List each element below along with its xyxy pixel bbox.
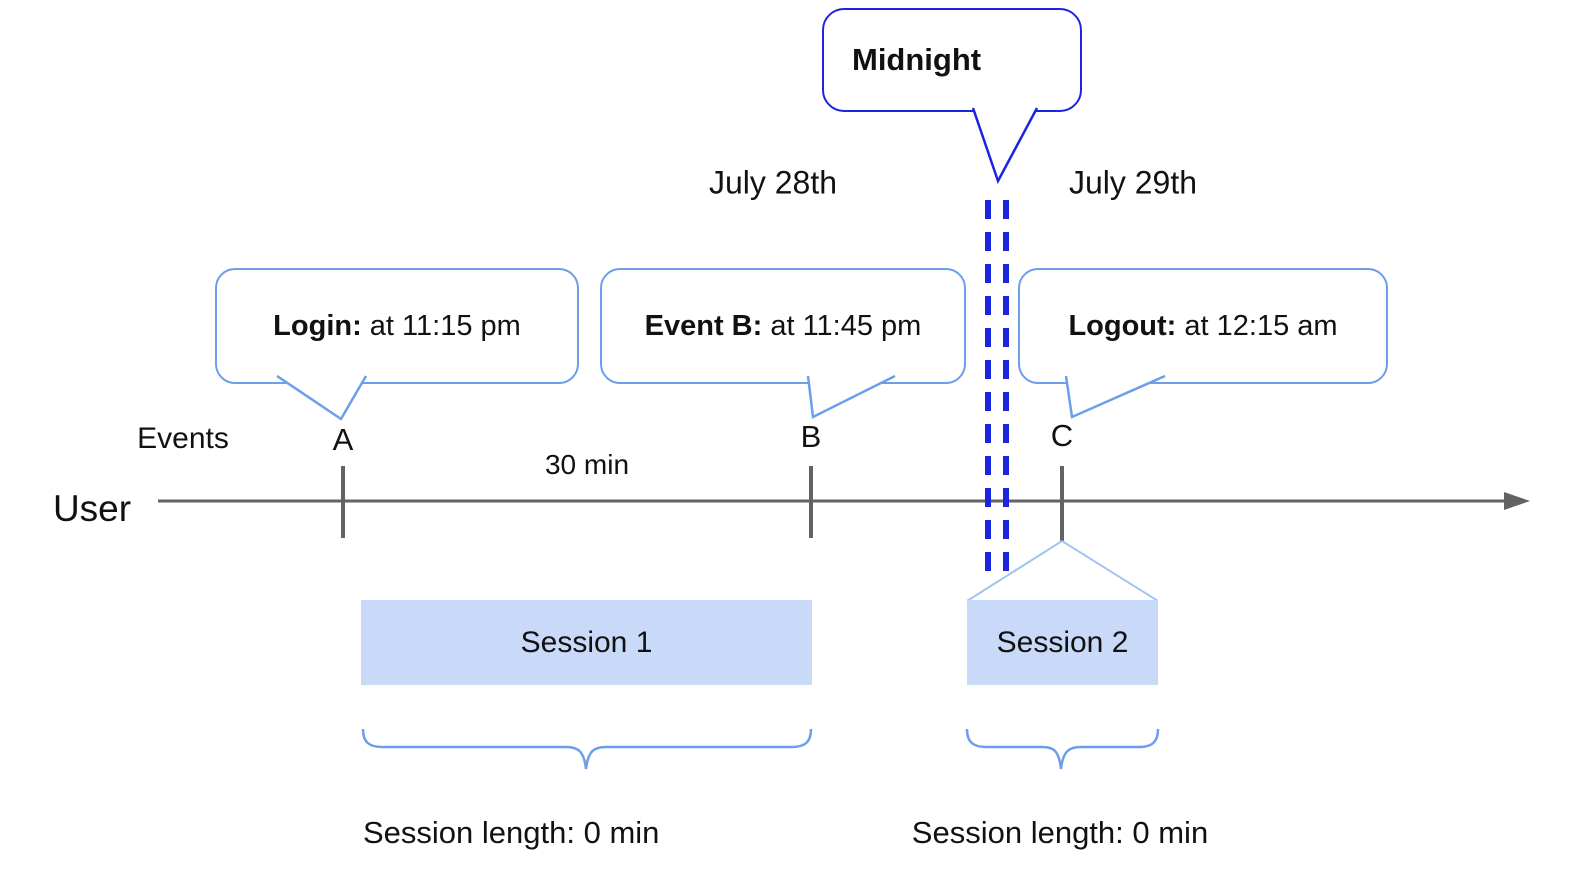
events-label: Events bbox=[137, 422, 229, 455]
session-2-length-label: Session length: 0 min bbox=[911, 815, 1209, 850]
date-label-july-29: July 29th bbox=[1068, 164, 1198, 201]
tick-label-a: A bbox=[332, 422, 354, 457]
callout-event-b-detail: at 11:45 pm bbox=[762, 309, 922, 342]
brace-session-1 bbox=[361, 728, 813, 770]
session-1-label: Session 1 bbox=[520, 625, 653, 659]
tick-label-c: C bbox=[1050, 418, 1074, 453]
session-1-box: Session 1 bbox=[361, 600, 812, 685]
tick-label-b: B bbox=[800, 419, 822, 454]
callout-logout-detail: at 12:15 am bbox=[1176, 309, 1338, 342]
callout-event-b-title: Event B: bbox=[644, 309, 763, 342]
session-2-box: Session 2 bbox=[967, 600, 1158, 685]
date-label-july-28: July 28th bbox=[708, 164, 838, 201]
midnight-label: Midnight bbox=[852, 42, 982, 77]
midnight-callout: Midnight bbox=[822, 8, 1082, 112]
session2-connector-right bbox=[1061, 540, 1159, 602]
callout-login-title: Login: bbox=[273, 309, 362, 342]
session-1-length-label: Session length: 0 min bbox=[363, 815, 660, 850]
interval-label: 30 min bbox=[544, 449, 630, 480]
session-2-label: Session 2 bbox=[996, 625, 1129, 659]
brace-session-2 bbox=[965, 728, 1160, 770]
callout-login-detail: at 11:15 pm bbox=[361, 309, 521, 342]
midnight-callout-tail bbox=[971, 107, 1039, 185]
user-label: User bbox=[52, 488, 132, 529]
callout-login: Login: at 11:15 pm bbox=[215, 268, 579, 384]
arrow-right-icon bbox=[1504, 492, 1530, 510]
session2-connector-left bbox=[966, 540, 1063, 602]
callout-event-b: Event B: at 11:45 pm bbox=[600, 268, 966, 384]
callout-logout: Logout: at 12:15 am bbox=[1018, 268, 1388, 384]
callout-logout-title: Logout: bbox=[1068, 309, 1177, 342]
